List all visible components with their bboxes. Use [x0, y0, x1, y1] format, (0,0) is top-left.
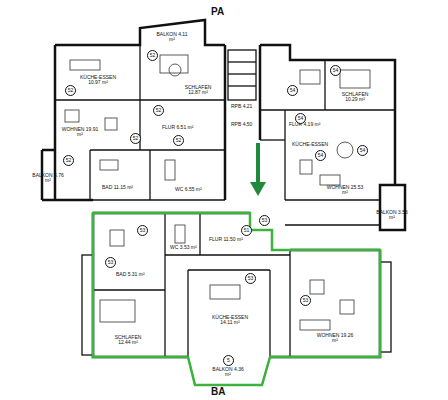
- room-label: KÜCHE-ESSEN: [292, 142, 328, 147]
- callout-number: 53: [137, 225, 148, 236]
- room-label: BALKON 4.11 m²: [153, 32, 191, 43]
- room-label: FLUR 6.51 m²: [162, 125, 193, 130]
- callout-number: 52: [153, 105, 164, 116]
- callout-number: 53: [245, 273, 256, 284]
- callout-number: 52: [65, 85, 76, 96]
- room-label: BAD 11.15 m²: [102, 185, 133, 190]
- orientation-mark: PA: [211, 7, 224, 18]
- room-label: WOHNEN 25.53 m²: [326, 185, 364, 196]
- callout-number: 54: [357, 145, 368, 156]
- room-label: BALKON 3.56 m²: [373, 210, 411, 221]
- room-label: BALKON 5.76 m²: [29, 173, 67, 184]
- callout-number: 54: [287, 85, 298, 96]
- callout-number: 52: [147, 50, 158, 61]
- callout-number: 53: [300, 295, 311, 306]
- room-label: RPB 4.21: [231, 104, 252, 109]
- callout-number: 52: [63, 155, 74, 166]
- room-label: KÜCHE-ESSEN 10.97 m²: [79, 75, 117, 86]
- room-label: WC 6.55 m²: [175, 187, 202, 192]
- callout-number: 5: [223, 355, 234, 366]
- room-label: WC 3.53 m²: [170, 245, 197, 250]
- callout-number: 54: [295, 113, 306, 124]
- room-label: WOHNEN 19.26 m²: [316, 333, 354, 344]
- callout-number: 53: [105, 257, 116, 268]
- callout-number: 52: [130, 133, 141, 144]
- room-label: SCHLAFEN 12.44 m²: [109, 335, 147, 346]
- callout-number: 54: [315, 150, 326, 161]
- callout-number: 54: [330, 65, 341, 76]
- room-label: FLUR 11.50 m²: [209, 237, 243, 242]
- room-label: KÜCHE-ESSEN 14.11 m²: [211, 315, 249, 326]
- callout-number: 51: [241, 225, 252, 236]
- room-label: RPB 4.50: [231, 122, 252, 127]
- room-label: SCHLAFEN 10.29 m²: [336, 92, 374, 103]
- callout-number: 52: [173, 135, 184, 146]
- room-label: BAD 5.31 m²: [116, 272, 145, 277]
- room-label: WOHNEN 19.91 m²: [61, 127, 99, 138]
- callout-number: 53: [259, 215, 270, 226]
- room-label: SCHLAFEN 12.87 m²: [179, 85, 217, 96]
- orientation-mark: BA: [211, 387, 225, 398]
- room-label: BALKON 4.36 m²: [209, 367, 247, 378]
- room-label: FLUR 4.19 m²: [289, 122, 320, 127]
